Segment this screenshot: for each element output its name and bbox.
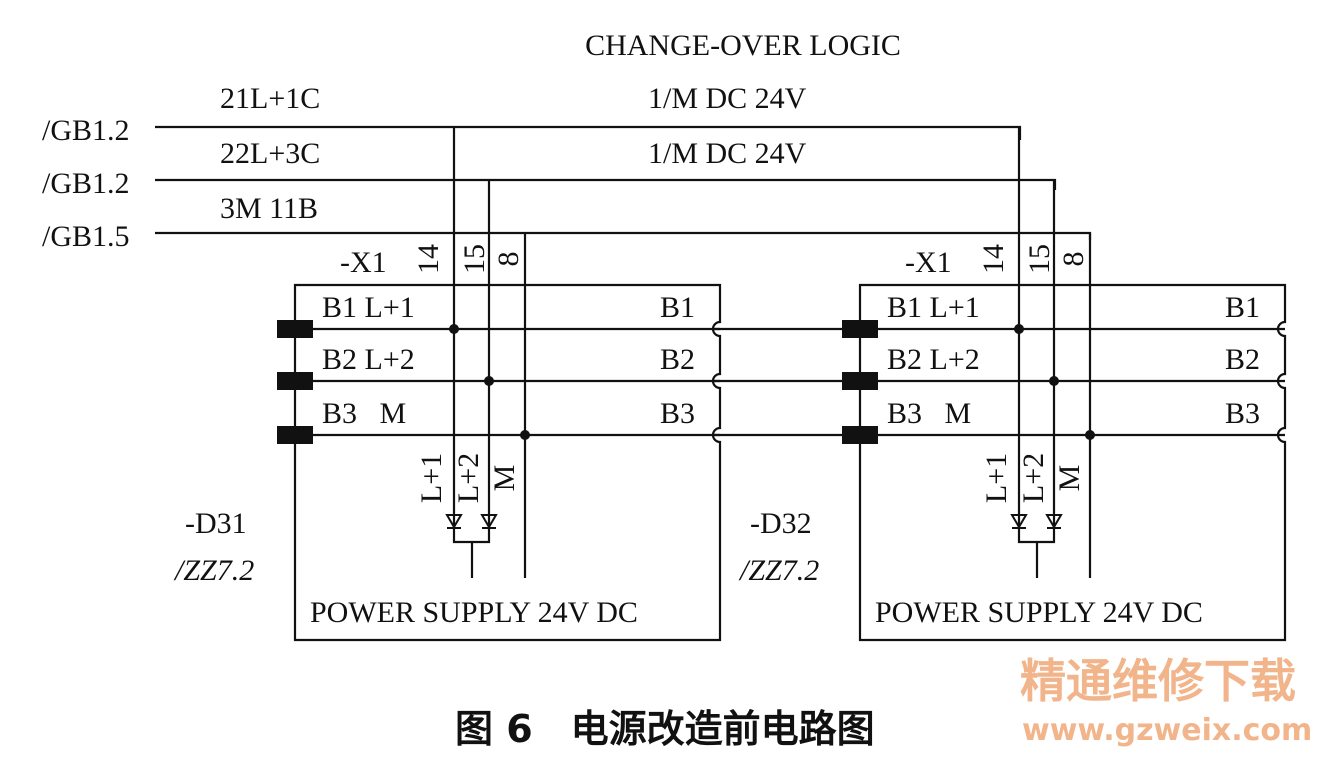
block-ref: /ZZ7.2: [738, 554, 819, 587]
terminal-block: [842, 372, 878, 390]
junction-dot: [1085, 430, 1095, 440]
row-left-label: B2 L+2: [887, 343, 980, 376]
row-right-label: B2: [660, 343, 695, 376]
row-right-label: B1: [660, 291, 695, 324]
row-left-label: B3 M: [322, 397, 406, 430]
block-links: [714, 327, 860, 437]
terminal-block: [277, 372, 313, 390]
connector-label: -X1: [905, 246, 952, 279]
internal-label: M: [488, 465, 521, 492]
row-right-label: B3: [1225, 397, 1260, 430]
block-name: POWER SUPPLY 24V DC: [310, 596, 638, 629]
pin-label: 15: [458, 244, 491, 274]
feeder-wire: [155, 178, 1057, 190]
feeder-wire: [155, 231, 1092, 240]
block-ref: /ZZ7.2: [173, 554, 254, 587]
internal-label: L+2: [452, 453, 485, 503]
block-name: POWER SUPPLY 24V DC: [875, 596, 1203, 629]
terminal-block: [277, 426, 313, 444]
feeder-right-label: 1/M DC 24V: [648, 82, 807, 115]
block-id: -D32: [750, 507, 812, 540]
diode-join: [452, 520, 491, 544]
diode-icon: [445, 514, 463, 529]
row-right-label: B2: [1225, 343, 1260, 376]
feeder-3: /GB1.5 3M 11B: [42, 192, 1092, 253]
feeder-ref: /GB1.2: [42, 114, 130, 147]
diagram-title: CHANGE-OVER LOGIC: [585, 29, 901, 62]
connector-label: -X1: [340, 246, 387, 279]
pin-label: 15: [1023, 244, 1056, 274]
terminal-block: [842, 426, 878, 444]
diode-icon: [1010, 514, 1028, 529]
internal-label: L+1: [415, 453, 448, 503]
row-left-label: B2 L+2: [322, 343, 415, 376]
row-right-label: B1: [1225, 291, 1260, 324]
diode-icon: [480, 514, 498, 529]
feeder-right-label: 1/M DC 24V: [648, 137, 807, 170]
junction-dot: [449, 324, 459, 334]
feeder-left-label: 3M 11B: [220, 192, 318, 225]
internal-label: L+2: [1017, 453, 1050, 503]
feeder-ref: /GB1.2: [42, 167, 130, 200]
internal-label: M: [1053, 465, 1086, 492]
pin-label: 8: [1057, 252, 1090, 267]
block-outline: [858, 283, 1287, 642]
feeder-1: /GB1.2 21L+1C 1/M DC 24V: [42, 82, 1022, 147]
diode-join: [1017, 520, 1056, 544]
row-right-label: B3: [660, 397, 695, 430]
row-left-label: B3 M: [887, 397, 971, 430]
row-left-label: B1 L+1: [887, 291, 980, 324]
junction-dot: [484, 376, 494, 386]
pin-label: 8: [492, 252, 525, 267]
watermark: 精通维修下载 www.gzweix.com: [1020, 654, 1312, 748]
block-outline: [293, 283, 722, 642]
junction-dot: [1014, 324, 1024, 334]
diode-icon: [1045, 514, 1063, 529]
terminal-block: [277, 320, 313, 338]
terminal-block: [842, 320, 878, 338]
pin-label: 14: [977, 244, 1010, 274]
watermark-cn: 精通维修下载: [1020, 654, 1296, 708]
feeder-left-label: 22L+3C: [220, 137, 320, 170]
watermark-url: www.gzweix.com: [1022, 713, 1312, 748]
feeder-ref: /GB1.5: [42, 220, 130, 253]
feeder-2: /GB1.2 22L+3C 1/M DC 24V: [42, 137, 1057, 200]
pin-label: 14: [412, 244, 445, 274]
junction-dot: [520, 430, 530, 440]
internal-label: L+1: [980, 453, 1013, 503]
figure-caption: 图 6 电源改造前电路图: [455, 707, 875, 751]
feeder-left-label: 21L+1C: [220, 82, 320, 115]
row-left-label: B1 L+1: [322, 291, 415, 324]
block-id: -D31: [185, 507, 247, 540]
junction-dot: [1049, 376, 1059, 386]
